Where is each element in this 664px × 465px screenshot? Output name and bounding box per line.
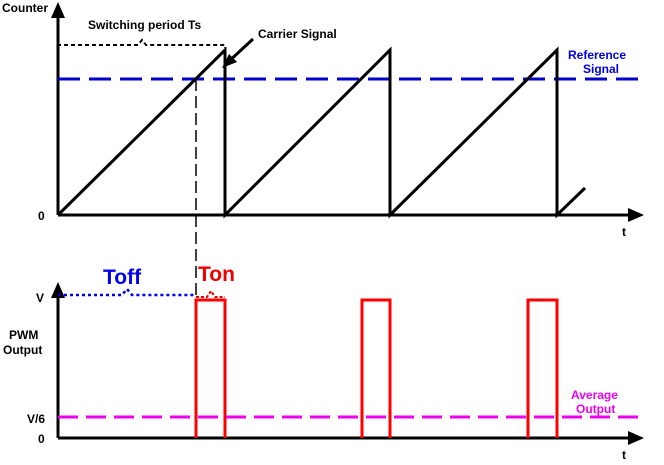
switching-period-bracket bbox=[57, 38, 226, 48]
pwm-panel: V PWM Output V/6 0 t Toff Ton Average Ou… bbox=[3, 263, 644, 462]
zero-label-bottom: 0 bbox=[38, 432, 45, 446]
switching-period-label: Switching period Ts bbox=[88, 18, 201, 32]
pwm-pulse-1 bbox=[194, 298, 227, 438]
counter-y-axis-arrowhead bbox=[51, 2, 65, 18]
toff-label: Toff bbox=[103, 266, 142, 289]
time-label-bottom: t bbox=[622, 448, 626, 462]
carrier-signal bbox=[56, 46, 587, 219]
toff-bracket bbox=[58, 287, 196, 297]
pwm-axis-label-line1: PWM bbox=[9, 328, 38, 342]
counter-axis-label: Counter bbox=[2, 1, 48, 15]
carrier-panel: Counter 0 t Reference Signal Carrier Sig… bbox=[2, 1, 644, 239]
pwm-y-axis-arrowhead bbox=[51, 282, 65, 298]
pwm-pulse-2 bbox=[360, 298, 392, 438]
pwm-pulse-3 bbox=[526, 298, 559, 438]
average-output-label-line1: Average bbox=[571, 388, 618, 402]
time-x-axis-top-arrowhead bbox=[628, 208, 644, 222]
carrier-signal-label: Carrier Signal bbox=[258, 27, 337, 41]
v-sixth-level-label: V/6 bbox=[27, 412, 45, 426]
pwm-axis-label-line2: Output bbox=[3, 343, 42, 357]
ton-bracket bbox=[196, 289, 225, 298]
reference-signal-label-line1: Reference bbox=[568, 48, 626, 62]
zero-label-top: 0 bbox=[38, 209, 45, 223]
average-output-label-line2: Output bbox=[576, 402, 615, 416]
time-label-top: t bbox=[622, 225, 626, 239]
ton-label: Ton bbox=[198, 263, 235, 286]
reference-signal-label-line2: Signal bbox=[583, 62, 619, 76]
carrier-signal-pointer-arrowhead bbox=[222, 54, 237, 68]
v-level-label: V bbox=[36, 291, 44, 305]
time-x-axis-bottom-arrowhead bbox=[628, 431, 644, 445]
